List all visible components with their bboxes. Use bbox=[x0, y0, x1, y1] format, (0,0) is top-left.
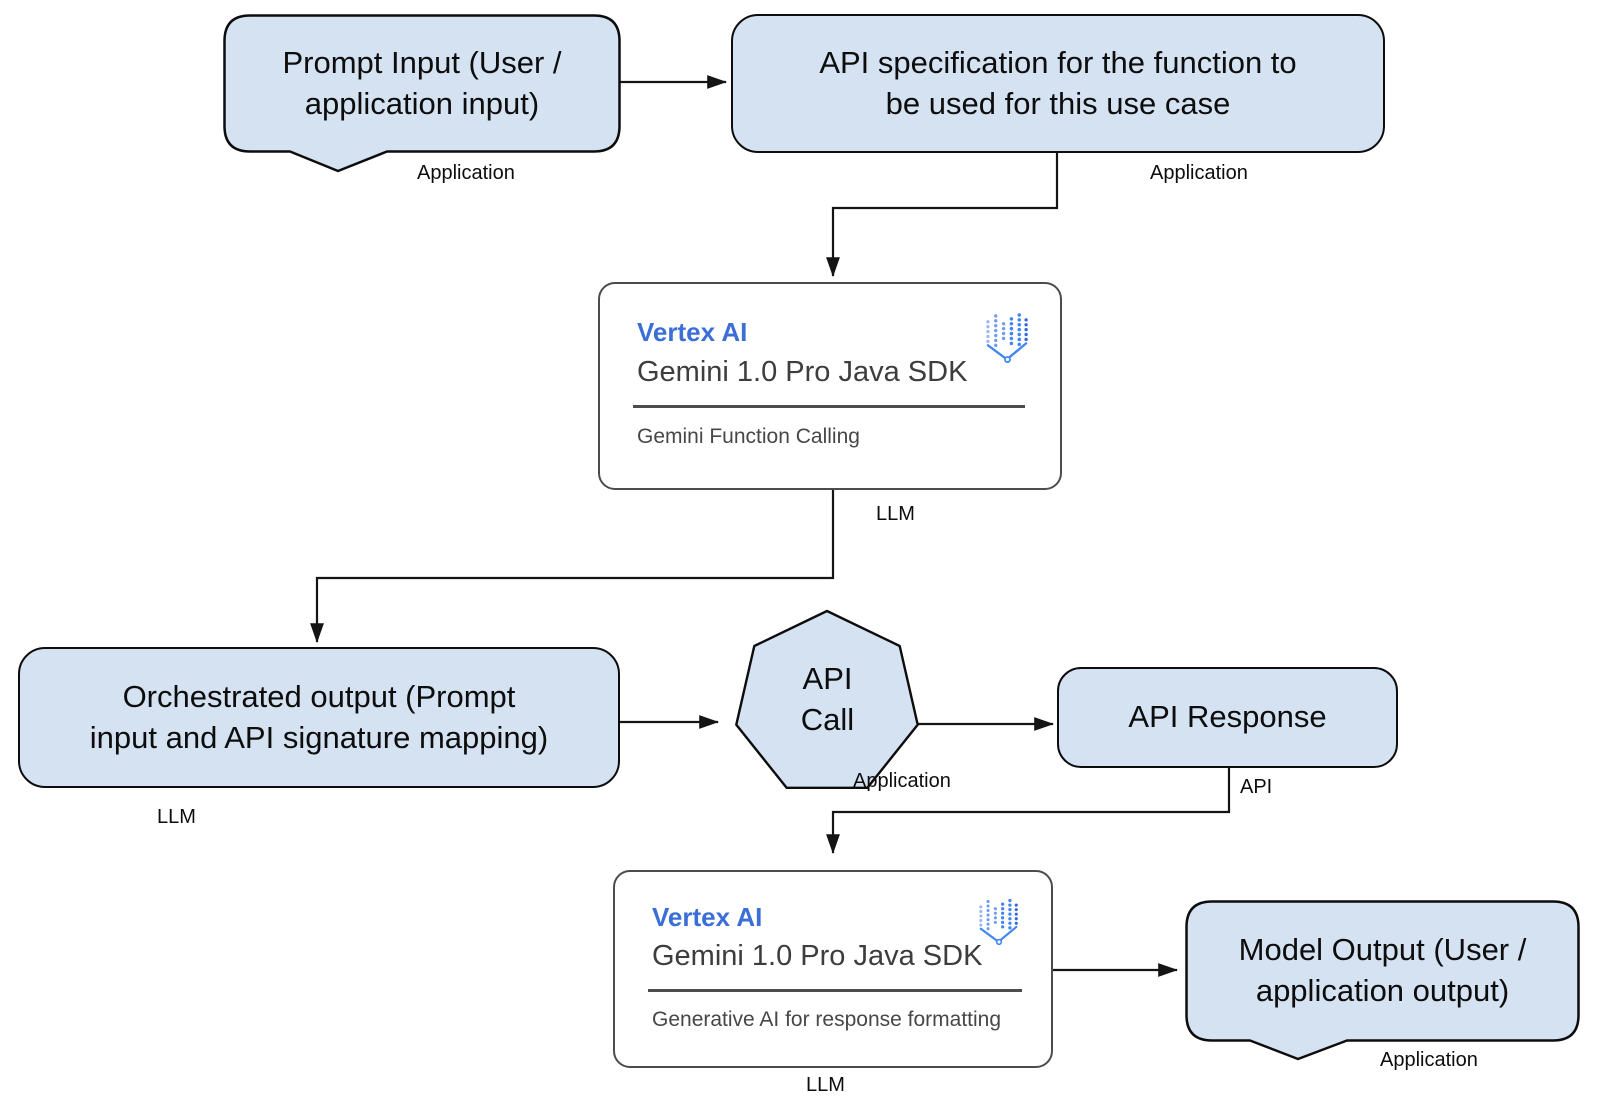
sdk-name: Gemini 1.0 Pro Java SDK bbox=[652, 940, 983, 972]
tag-api-response: API bbox=[1240, 776, 1273, 798]
feature-name: Generative AI for response formatting bbox=[652, 1008, 1002, 1031]
callout-shape bbox=[223, 14, 621, 173]
tag-api-spec: Application bbox=[1150, 162, 1248, 184]
callout-shape bbox=[1185, 900, 1580, 1061]
node-api-call-label: API Call bbox=[800, 661, 855, 737]
node-api-spec: API specification for the function to be… bbox=[731, 14, 1385, 153]
node-llm-response-formatting: Vertex AI Gemini 1.0 Pro Java SDK Genera… bbox=[613, 870, 1053, 1068]
card-divider bbox=[633, 405, 1025, 408]
node-prompt-input-label: Prompt Input (User / application input) bbox=[282, 44, 562, 121]
node-orchestrated-output-label: Orchestrated output (Prompt input and AP… bbox=[89, 678, 549, 755]
tag-llm-response-formatting: LLM bbox=[806, 1074, 845, 1096]
feature-name: Gemini Function Calling bbox=[637, 425, 860, 448]
node-orchestrated-output: Orchestrated output (Prompt input and AP… bbox=[18, 647, 620, 788]
tag-api-call: Application bbox=[853, 770, 951, 792]
node-model-output-label: Model Output (User / application output) bbox=[1238, 932, 1527, 1008]
node-llm-function-calling: Vertex AI Gemini 1.0 Pro Java SDK Gemini… bbox=[598, 282, 1062, 490]
vertex-ai-icon bbox=[984, 310, 1031, 364]
vertex-ai-product-name: Vertex AI bbox=[652, 902, 763, 932]
tag-llm-function-calling: LLM bbox=[876, 503, 915, 525]
connector-apispec-to-llm1 bbox=[826, 153, 1059, 277]
vertex-ai-product-name: Vertex AI bbox=[637, 317, 748, 347]
connector-apiresponse-to-llm2 bbox=[826, 768, 1231, 854]
vertex-ai-icon bbox=[977, 896, 1021, 946]
heptagon-shape bbox=[735, 609, 919, 790]
sdk-name: Gemini 1.0 Pro Java SDK bbox=[637, 356, 968, 388]
card-divider bbox=[648, 989, 1022, 992]
node-api-call: API Call bbox=[727, 602, 928, 797]
node-api-response: API Response bbox=[1057, 667, 1398, 768]
node-api-response-label: API Response bbox=[1128, 699, 1327, 735]
tag-orchestrated-output: LLM bbox=[157, 806, 196, 828]
node-prompt-input: Prompt Input (User / application input) bbox=[223, 14, 621, 176]
node-model-output: Model Output (User / application output) bbox=[1185, 900, 1580, 1063]
tag-prompt-input: Application bbox=[417, 162, 515, 184]
connector-llm1-to-orchestrated bbox=[310, 490, 835, 643]
node-api-spec-label: API specification for the function to be… bbox=[819, 44, 1297, 121]
tag-model-output: Application bbox=[1380, 1049, 1478, 1071]
